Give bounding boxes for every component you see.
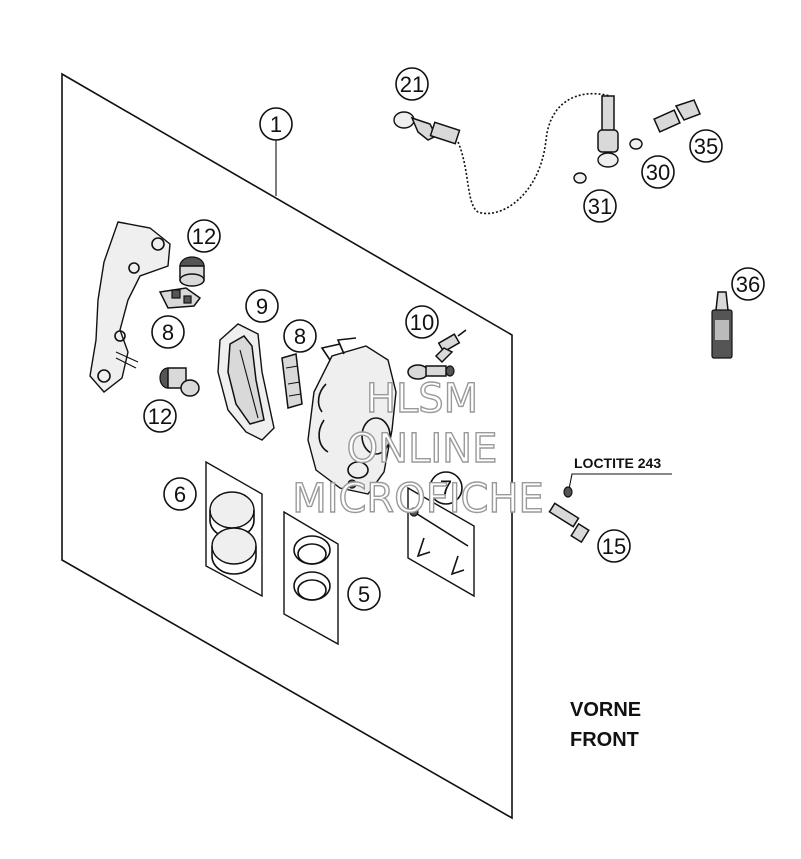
svg-text:ONLINE: ONLINE xyxy=(347,426,498,472)
callout-15: 15 xyxy=(597,529,631,563)
assembly-panel xyxy=(61,72,513,820)
loctite-bottle xyxy=(711,291,733,359)
brake-line xyxy=(393,92,611,215)
svg-text:5: 5 xyxy=(358,582,370,607)
callout-6: 6 xyxy=(163,477,197,511)
callout-12-lower: 12 xyxy=(143,399,177,433)
washer-31 xyxy=(573,172,587,184)
svg-text:1: 1 xyxy=(270,112,282,137)
callout-10: 10 xyxy=(405,305,439,339)
svg-text:7: 7 xyxy=(440,476,452,501)
svg-text:36: 36 xyxy=(736,272,760,297)
svg-text:HLSM: HLSM xyxy=(366,376,478,422)
pin-kit xyxy=(407,486,475,598)
svg-text:12: 12 xyxy=(192,224,216,249)
svg-text:15: 15 xyxy=(602,534,626,559)
callout-7: 7 xyxy=(429,471,463,505)
boot-upper xyxy=(179,256,205,287)
pad-spring-right xyxy=(281,353,303,409)
callout-12-upper: 12 xyxy=(187,219,221,253)
caliper-body xyxy=(307,337,397,495)
svg-text:6: 6 xyxy=(174,482,186,507)
pistons-kit xyxy=(205,460,263,598)
banjo-bolt xyxy=(653,99,701,133)
callout-30: 30 xyxy=(641,155,675,189)
callout-36: 36 xyxy=(731,267,765,301)
seal-kit xyxy=(283,510,339,646)
banjo-fitting xyxy=(407,364,455,380)
svg-text:8: 8 xyxy=(162,320,174,345)
svg-text:MICROFICHE: MICROFICHE xyxy=(292,476,544,522)
svg-text:12: 12 xyxy=(148,404,172,429)
callout-8-right: 8 xyxy=(283,319,317,353)
svg-text:21: 21 xyxy=(400,72,424,97)
callout-5: 5 xyxy=(347,577,381,611)
guide-pin-lower xyxy=(159,367,200,397)
callout-8-left: 8 xyxy=(151,315,185,349)
svg-text:31: 31 xyxy=(588,194,612,219)
callout-21: 21 xyxy=(395,67,429,101)
washer-30 xyxy=(629,138,643,150)
front-label: FRONT xyxy=(570,729,639,751)
banjo-master xyxy=(597,95,619,168)
callout-31: 31 xyxy=(583,189,617,223)
pad-spring-left xyxy=(158,287,202,309)
caliper-bracket xyxy=(89,221,171,393)
callout-35: 35 xyxy=(689,129,723,163)
brake-pads xyxy=(217,323,275,441)
svg-text:9: 9 xyxy=(256,294,268,319)
svg-text:8: 8 xyxy=(294,324,306,349)
bleeder-valve xyxy=(434,329,467,364)
loctite-label: LOCTITE 243 xyxy=(574,455,661,471)
vorne-label: VORNE xyxy=(570,699,641,721)
watermark: HLSM ONLINE MICROFICHE xyxy=(291,375,544,522)
callout-1: 1 xyxy=(259,107,293,141)
callout-9: 9 xyxy=(245,289,279,323)
svg-text:10: 10 xyxy=(410,310,434,335)
mounting-bolt xyxy=(548,473,672,544)
svg-text:30: 30 xyxy=(646,160,670,185)
svg-text:35: 35 xyxy=(694,134,718,159)
